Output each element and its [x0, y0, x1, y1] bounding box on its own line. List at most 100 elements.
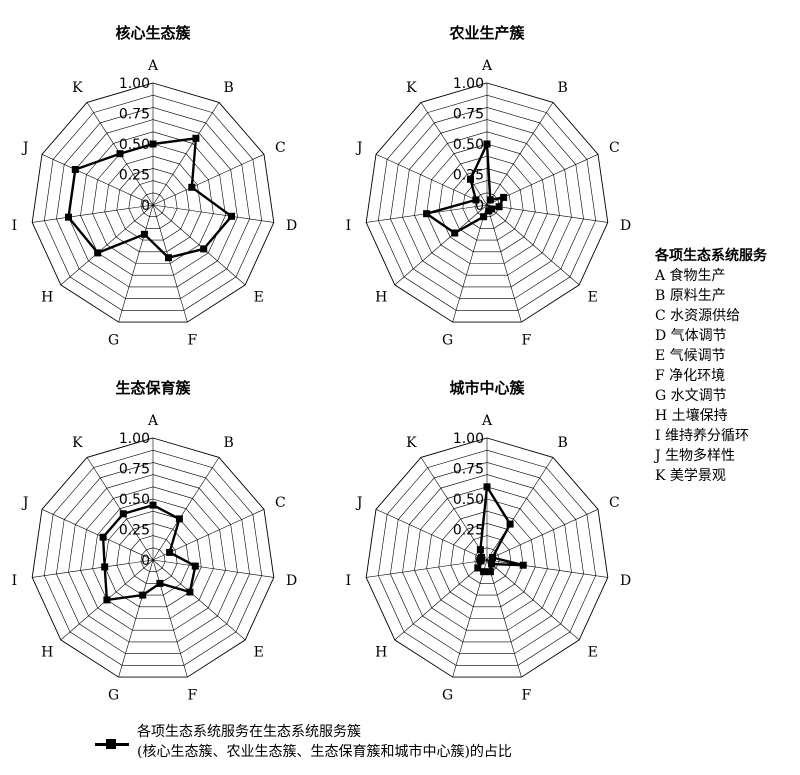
- radial-tick-label: 0.50: [453, 492, 484, 508]
- service-legend-item-g: G 水文调节: [655, 388, 727, 404]
- axis-label-k: K: [72, 80, 83, 96]
- axis-label-c: C: [275, 495, 286, 511]
- data-point-e: [186, 588, 194, 596]
- data-point-g: [140, 230, 148, 238]
- series-legend-text: 各项生态系统服务在生态系统服务簇 (核心生态簇、农业生态簇、生态保育簇和城市中心…: [137, 722, 512, 762]
- axis-label-j: J: [355, 140, 363, 156]
- data-point-k: [116, 150, 124, 158]
- axis-label-g: G: [108, 332, 119, 348]
- data-point-a: [149, 501, 157, 509]
- grid-ring: [402, 119, 572, 288]
- radial-tick-label: 0.75: [119, 107, 150, 123]
- grid-ring: [365, 82, 609, 323]
- radial-tick-label: 0: [475, 198, 484, 214]
- data-point-d: [495, 203, 503, 211]
- grid-ring: [450, 523, 524, 596]
- data-point-e: [488, 560, 496, 568]
- data-point-j: [478, 554, 485, 561]
- radial-tick-label: 0.50: [119, 492, 150, 508]
- grid-ring: [56, 107, 250, 299]
- radial-tick-label: 0.75: [453, 107, 484, 123]
- radial-tick-label: 0: [141, 198, 150, 214]
- axis-spoke: [152, 559, 246, 641]
- axis-label-c: C: [609, 140, 620, 156]
- data-point-d: [191, 562, 199, 570]
- axis-spoke: [152, 457, 220, 561]
- series-legend-line1: 各项生态系统服务在生态系统服务簇: [137, 724, 361, 740]
- axis-spoke: [486, 559, 522, 678]
- axis-label-e: E: [588, 645, 598, 661]
- grid-ring: [377, 449, 597, 666]
- axis-spoke: [152, 204, 274, 223]
- axis-spoke: [152, 559, 188, 678]
- data-point-k: [476, 546, 484, 554]
- grid-ring: [92, 143, 214, 264]
- axis-spoke: [60, 204, 154, 286]
- data-point-g: [480, 568, 488, 576]
- axis-spoke: [152, 204, 246, 286]
- axis-spoke: [152, 154, 265, 206]
- axis-spoke: [41, 509, 154, 561]
- axis-spoke: [452, 204, 488, 323]
- axis-label-f: F: [522, 332, 532, 348]
- radial-tick-label: 1.00: [119, 76, 150, 92]
- grid-ring: [92, 498, 214, 619]
- axis-label-j: J: [21, 495, 29, 511]
- data-point-b: [506, 520, 514, 528]
- axis-label-d: D: [286, 573, 297, 589]
- data-point-e: [200, 245, 208, 253]
- grid-ring: [80, 486, 226, 631]
- axis-spoke: [375, 509, 488, 561]
- grid-ring: [140, 192, 166, 217]
- data-point-f: [486, 568, 494, 576]
- axis-label-a: A: [481, 58, 493, 74]
- axis-label-i: I: [346, 573, 352, 589]
- axis-label-k: K: [406, 80, 417, 96]
- chart-title: 城市中心簇: [449, 379, 525, 397]
- axis-label-e: E: [588, 290, 598, 306]
- axis-spoke: [420, 102, 488, 206]
- axis-spoke: [366, 559, 488, 578]
- data-point-c: [166, 548, 174, 556]
- grid-ring: [140, 547, 166, 573]
- axis-label-b: B: [558, 435, 568, 451]
- grid-ring: [128, 535, 178, 584]
- service-legend-item-j: J 生物多样性: [655, 448, 736, 464]
- axis-label-h: H: [41, 645, 53, 661]
- data-point-h: [451, 229, 459, 237]
- grid-ring: [31, 82, 275, 323]
- grid-ring: [426, 498, 548, 619]
- grid-ring: [116, 168, 190, 241]
- axis-spoke: [420, 457, 488, 561]
- grid-ring: [365, 437, 609, 678]
- series-line: [67, 137, 233, 259]
- series-legend-marker-swatch: [106, 739, 116, 749]
- axis-spoke: [152, 559, 274, 578]
- radial-tick-label: 0: [141, 553, 150, 569]
- chart-title: 农业生产簇: [448, 24, 525, 42]
- axis-label-k: K: [72, 435, 83, 451]
- grid-ring: [43, 449, 263, 666]
- grid-ring: [438, 155, 536, 253]
- grid-ring: [80, 131, 226, 276]
- axis-spoke: [152, 102, 220, 206]
- grid-ring: [68, 474, 238, 643]
- service-legend-item-d: D 气体调节: [655, 328, 727, 344]
- axis-label-c: C: [609, 495, 620, 511]
- axis-spoke: [152, 204, 188, 323]
- grid-ring: [104, 510, 202, 608]
- grid-ring: [56, 462, 250, 654]
- grid-ring: [116, 523, 190, 596]
- data-point-i: [101, 563, 109, 571]
- axis-spoke: [486, 559, 580, 641]
- axis-label-j: J: [355, 495, 363, 511]
- axis-spoke: [41, 154, 154, 206]
- data-point-j: [71, 166, 79, 173]
- grid-ring: [450, 168, 524, 241]
- axis-spoke: [32, 204, 154, 223]
- radial-tick-label: 0.50: [119, 137, 150, 153]
- axis-spoke: [452, 559, 488, 678]
- data-point-c: [188, 183, 196, 191]
- grid-ring: [104, 155, 202, 253]
